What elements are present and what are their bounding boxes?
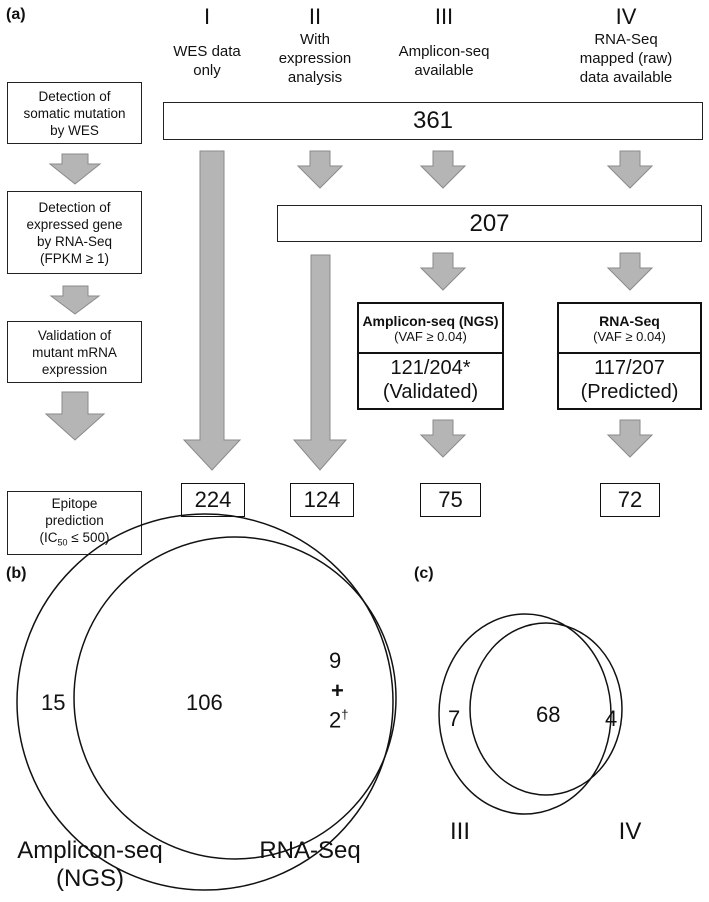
final-count-IV: 72 bbox=[600, 483, 660, 517]
arrow-step2-to-step3 bbox=[49, 285, 101, 315]
final-count-III: 75 bbox=[420, 483, 481, 517]
amplicon-seq-title: Amplicon-seq (NGS) bbox=[362, 312, 499, 329]
arrow-step3-to-epitope bbox=[44, 391, 106, 441]
step-wes-detection: Detection of somatic mutation by WES bbox=[7, 82, 142, 144]
rnaseq-box: RNA-Seq (VAF ≥ 0.04) 117/207 (Predicted) bbox=[557, 302, 702, 410]
arrow-207-to-amplicon bbox=[419, 252, 467, 291]
venn-c-left-only: 7 bbox=[448, 706, 461, 731]
rnaseq-result: 117/207 (Predicted) bbox=[559, 352, 700, 408]
rnaseq-header: RNA-Seq (VAF ≥ 0.04) bbox=[559, 304, 700, 354]
venn-c-right-only: 4 bbox=[605, 706, 618, 731]
column-I-header: WES data only bbox=[173, 43, 241, 79]
venn-b-rnaseq-label: RNA-Seq bbox=[259, 837, 361, 864]
amplicon-seq-result: 121/204* (Validated) bbox=[359, 352, 502, 408]
amplicon-seq-status: (Validated) bbox=[382, 381, 479, 403]
arrow-column-I-long bbox=[182, 150, 242, 471]
epitope-line1: Epitope bbox=[51, 495, 98, 511]
column-III-numeral: III bbox=[434, 4, 454, 29]
final-count-I: 224 bbox=[181, 483, 245, 517]
column-III-header: Amplicon-seq available bbox=[398, 43, 490, 79]
arrow-amplicon-to-final bbox=[419, 419, 467, 458]
venn-b-plus: + bbox=[331, 678, 344, 703]
amplicon-seq-header: Amplicon-seq (NGS) (VAF ≥ 0.04) bbox=[359, 304, 502, 354]
step-mrna-validation: Validation of mutant mRNA expression bbox=[7, 321, 142, 383]
column-IV-header: RNA-Seq mapped (raw) data available bbox=[579, 31, 673, 86]
epitope-line2: prediction bbox=[45, 512, 104, 528]
venn-b-right-only-b: 2† bbox=[329, 707, 349, 733]
total-361-box: 361 bbox=[163, 102, 703, 140]
arrow-II-to-207 bbox=[296, 150, 344, 189]
panel-a-label: (a) bbox=[6, 6, 26, 23]
rnaseq-title: RNA-Seq bbox=[599, 312, 660, 329]
rnaseq-status: (Predicted) bbox=[580, 381, 679, 403]
amplicon-seq-value: 121/204* bbox=[390, 357, 471, 379]
venn-c-overlap: 68 bbox=[536, 702, 561, 727]
venn-b-right-only-a: 9 bbox=[329, 648, 342, 673]
total-207-box: 207 bbox=[277, 205, 702, 242]
amplicon-seq-criterion: (VAF ≥ 0.04) bbox=[394, 328, 467, 344]
column-II-numeral: II bbox=[308, 4, 322, 29]
venn-b-rnaseq-circle bbox=[73, 536, 397, 860]
column-I-numeral: I bbox=[203, 4, 211, 29]
arrow-rnaseq-to-final bbox=[606, 419, 654, 458]
amplicon-seq-box: Amplicon-seq (NGS) (VAF ≥ 0.04) 121/204*… bbox=[357, 302, 504, 410]
step-epitope-prediction: Epitope prediction (IC50 ≤ 500) bbox=[7, 491, 142, 555]
column-II-header: With expression analysis bbox=[278, 31, 352, 86]
venn-c-III-circle bbox=[438, 613, 612, 815]
venn-b-amplicon-label: Amplicon-seq (NGS) bbox=[17, 837, 163, 892]
rnaseq-criterion: (VAF ≥ 0.04) bbox=[593, 328, 666, 344]
venn-b-left-only: 15 bbox=[41, 690, 66, 715]
column-IV-numeral: IV bbox=[615, 4, 637, 29]
venn-c-IV-label: IV bbox=[618, 818, 642, 845]
venn-c-IV-circle bbox=[469, 622, 623, 796]
rnaseq-value: 117/207 bbox=[594, 357, 665, 379]
arrow-IV-to-207 bbox=[606, 150, 654, 189]
step-rnaseq-expression: Detection of expressed gene by RNA-Seq (… bbox=[7, 191, 142, 274]
arrow-column-II-long bbox=[292, 254, 348, 471]
arrow-step1-to-step2 bbox=[48, 153, 102, 185]
venn-b-overlap: 106 bbox=[186, 690, 223, 715]
venn-b-amplicon-circle bbox=[16, 513, 394, 891]
panel-b-label: (b) bbox=[6, 565, 27, 582]
final-count-II: 124 bbox=[290, 483, 354, 517]
arrow-III-to-207 bbox=[419, 150, 467, 189]
panel-c-label: (c) bbox=[414, 565, 434, 582]
epitope-criterion: (IC50 ≤ 500) bbox=[39, 529, 110, 548]
arrow-207-to-rnaseq bbox=[606, 252, 654, 291]
venn-c-III-label: III bbox=[449, 818, 470, 845]
